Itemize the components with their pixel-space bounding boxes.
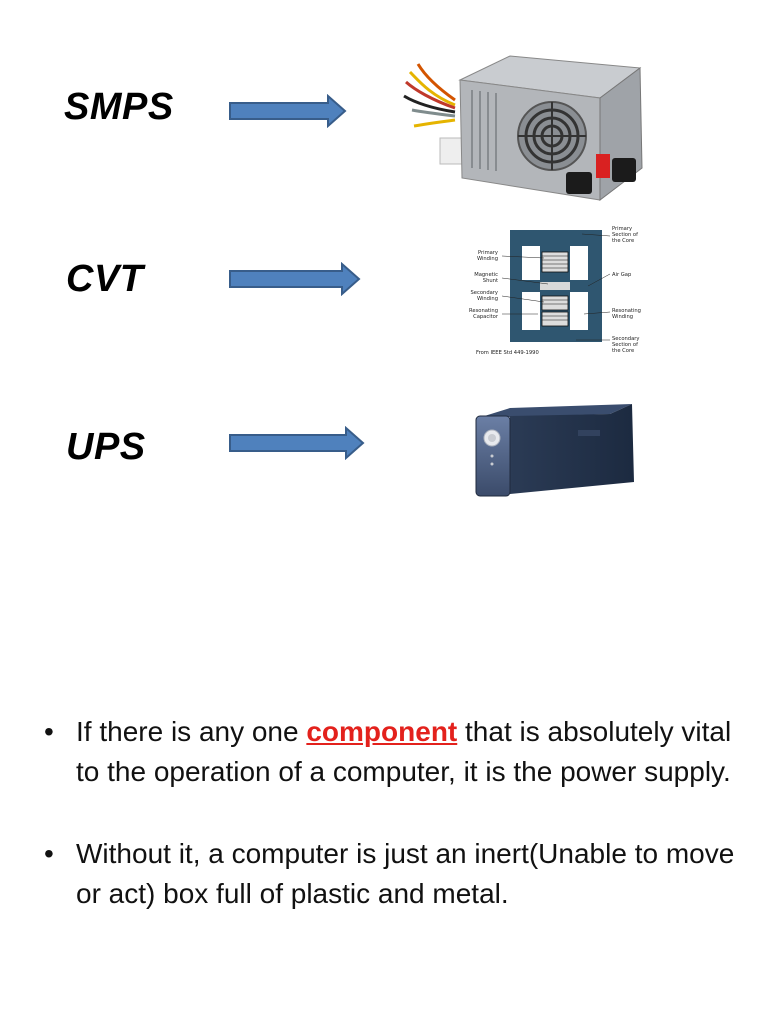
bullet-text: If there is any one [76, 716, 307, 747]
bullet-item: • Without it, a computer is just an iner… [44, 834, 744, 914]
component-highlight: component [306, 716, 458, 747]
smps-label: SMPS [64, 86, 174, 128]
cvt-source-caption: From IEEE Std 449-1990 [476, 350, 539, 356]
ups-label: UPS [66, 426, 146, 468]
ups-unit-image [475, 404, 634, 497]
cvt-air-gap-label: Air Gap [612, 272, 632, 278]
bullet-text: that is absolutely vital to the operatio… [76, 716, 732, 787]
bullet-dot-icon: • [44, 716, 54, 747]
cvt-label: CVT [66, 258, 144, 300]
ups-arrow-icon [229, 426, 365, 460]
bullet-item: • If there is any one component that is … [44, 712, 744, 792]
smps-arrow-icon [229, 94, 347, 128]
smps-power-supply-image [403, 55, 643, 202]
bullet-list: • If there is any one component that is … [44, 712, 744, 956]
bullet-dot-icon: • [44, 838, 54, 869]
bullet-text: Without it, a computer is just an inert(… [76, 838, 735, 909]
cvt-arrow-icon [229, 262, 361, 296]
